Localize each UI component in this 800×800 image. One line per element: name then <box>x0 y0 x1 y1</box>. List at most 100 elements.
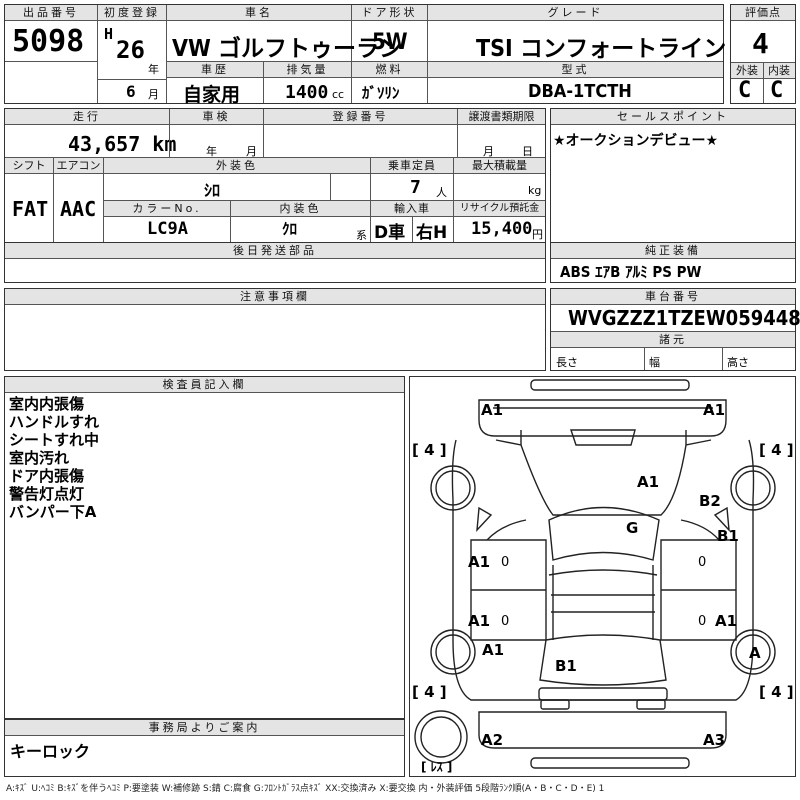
capacity: 7 <box>410 177 421 198</box>
inspection-year-unit: 年 <box>206 145 217 158</box>
transfer-label: 譲渡書類期限 <box>458 109 545 125</box>
rating-label: 評価点 <box>731 5 795 21</box>
inspector-line: バンパー下A <box>9 503 97 521</box>
inspector-line: ハンドルすれ <box>9 413 100 431</box>
header-block <box>4 4 724 104</box>
legend: A:ｷｽﾞ U:ﾍｺﾐ B:ｷｽﾞを伴うﾍｺﾐ P:要塗装 W:補修跡 S:錆 … <box>6 784 605 794</box>
damage-mark: A1 <box>468 553 490 571</box>
sales-point-block <box>550 108 796 243</box>
inspector-line: ドア内張傷 <box>9 467 85 485</box>
damage-mark: B1 <box>555 657 577 675</box>
tire-depth: [ 4 ] <box>759 683 794 701</box>
damage-mark: A2 <box>481 731 503 749</box>
spec-length: 長さ <box>556 356 578 369</box>
color-label: 外装色 <box>104 158 370 174</box>
car-outline-diagram: A1 A1 A1 B2 G B1 A1 A1 A1 A1 B1 A A2 A3 … <box>412 379 794 774</box>
colorno: LC9A <box>147 219 188 239</box>
chassis-label: 車台番号 <box>551 289 795 305</box>
capacity-unit: 人 <box>436 186 447 199</box>
displacement-unit: cc <box>332 88 345 101</box>
damage-mark: A3 <box>703 731 725 749</box>
tread-mark: 0 <box>501 555 509 570</box>
displacement: 1400 <box>285 82 329 103</box>
damage-mark: G <box>626 519 638 537</box>
intcolor: ｸﾛ <box>282 220 298 238</box>
import-label: 輸入車 <box>371 201 453 217</box>
exterior-grade: C <box>738 78 752 103</box>
first-reg-label: 初度登録 <box>98 5 166 21</box>
colorno-label: カラーNo. <box>104 201 230 217</box>
specs-label: 諸元 <box>551 332 795 348</box>
fuel-label: 燃料 <box>352 62 427 78</box>
damage-mark: A <box>749 644 761 662</box>
inspector-line: 室内汚れ <box>9 449 70 467</box>
spare-tire-label: [ ﾚｽ ] <box>421 760 452 774</box>
mileage-label: 走行 <box>5 109 169 125</box>
color: ｼﾛ <box>204 181 221 200</box>
import-type: D車 <box>374 223 406 243</box>
chassis-block <box>550 288 796 371</box>
ac: AAC <box>60 197 97 221</box>
model: DBA-1TCTH <box>528 81 632 102</box>
damage-mark: A1 <box>468 612 490 630</box>
damage-mark: B2 <box>699 492 721 510</box>
rating: 4 <box>752 27 769 60</box>
era: H <box>104 25 114 43</box>
tread-mark: 0 <box>501 614 509 629</box>
grade-label: グレード <box>428 5 723 21</box>
car-name: VW ゴルフトゥーラン <box>172 36 403 62</box>
inspector-notes: 室内内張傷 ハンドルすれ シートすれ中 室内汚れ ドア内張傷 警告灯点灯 バンパ… <box>9 395 99 521</box>
damage-mark: B1 <box>717 527 739 545</box>
spec-height: 高さ <box>727 356 749 369</box>
inspector-line: シートすれ中 <box>9 431 100 449</box>
recycle-label: リサイクル預託金 <box>454 201 545 217</box>
damage-diagram: A1 A1 A1 B2 G B1 A1 A1 A1 A1 B1 A A2 A3 … <box>409 376 796 777</box>
tread-mark: 0 <box>698 614 706 629</box>
fuel: ｶﾞｿﾘﾝ <box>362 84 400 102</box>
spec-width: 幅 <box>649 356 660 369</box>
shift: FAT <box>12 197 49 221</box>
tire-depth: [ 4 ] <box>412 441 447 459</box>
grade: TSI コンフォートライン <box>476 36 727 62</box>
inspection-month-unit: 月 <box>246 145 257 158</box>
intcolor-suffix: 系 <box>356 229 367 242</box>
recycle-deposit: 15,400 <box>471 219 533 239</box>
load-unit: kg <box>528 184 542 197</box>
lot-number: 5098 <box>12 24 85 59</box>
model-label: 型式 <box>428 62 723 78</box>
damage-mark: A1 <box>481 401 503 419</box>
rating-block <box>730 4 796 104</box>
door-type: 5W <box>372 30 408 55</box>
regno-label: 登録番号 <box>264 109 457 125</box>
history: 自家用 <box>183 84 241 106</box>
car-name-label: 車名 <box>167 5 351 21</box>
transfer-day-unit: 日 <box>522 145 533 158</box>
office-text: キーロック <box>10 742 91 761</box>
year-unit: 年 <box>148 63 159 76</box>
damage-mark: A1 <box>637 473 659 491</box>
equipment-block <box>550 242 796 283</box>
notes-block <box>4 288 546 371</box>
office-label: 事務局よりご案内 <box>5 720 404 736</box>
tire-depth: [ 4 ] <box>412 683 447 701</box>
transfer-month-unit: 月 <box>483 145 494 158</box>
inspector-line: 警告灯点灯 <box>9 485 85 503</box>
sales-text: ★オークションデビュー★ <box>553 133 719 149</box>
inspector-block <box>4 376 405 719</box>
shift-label: シフト <box>5 158 53 174</box>
equipment-label: 純正装備 <box>551 243 795 259</box>
handle-side: 右H <box>416 223 448 243</box>
later-parts-block <box>4 242 546 283</box>
notes-label: 注意事項欄 <box>5 289 545 305</box>
tread-mark: 0 <box>698 555 706 570</box>
interior-label: 内装 <box>763 63 795 79</box>
month-unit: 月 <box>148 88 159 101</box>
capacity-label: 乗車定員 <box>371 158 453 174</box>
history-label: 車歴 <box>167 62 263 78</box>
ac-label: エアコン <box>54 158 103 174</box>
exterior-label: 外装 <box>731 63 763 79</box>
sales-label: セールスポイント <box>551 109 795 125</box>
office-block <box>4 719 405 777</box>
tire-depth: [ 4 ] <box>759 441 794 459</box>
mileage: 43,657 km <box>68 132 177 156</box>
